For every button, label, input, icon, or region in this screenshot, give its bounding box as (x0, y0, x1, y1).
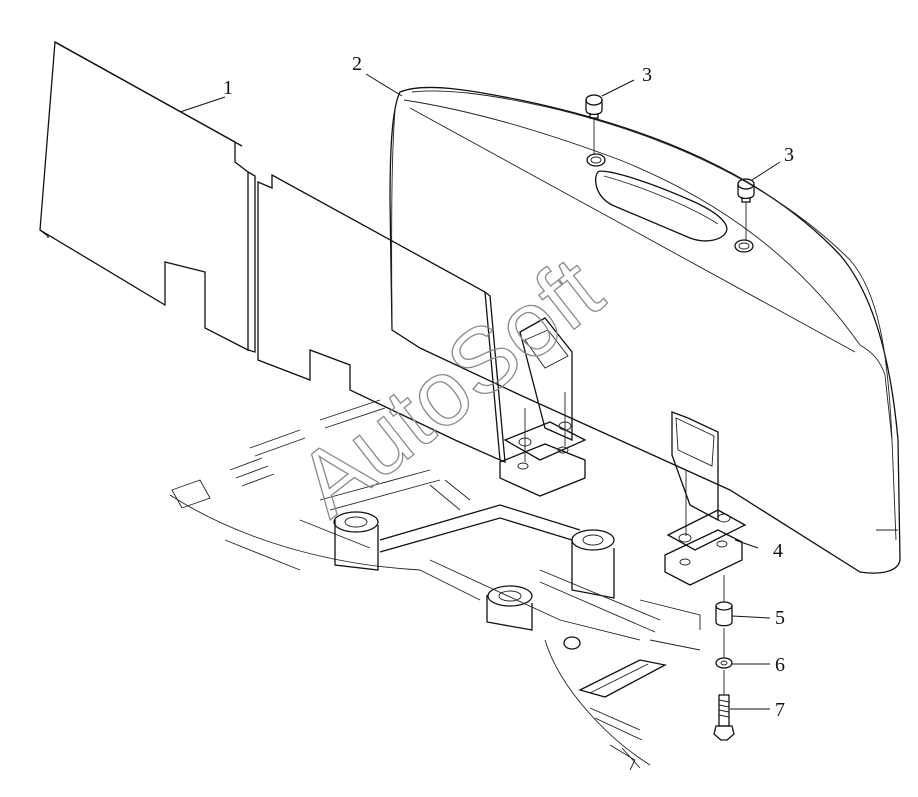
callout-6: 6 (775, 654, 785, 676)
cab-floor-frame (169, 399, 701, 771)
watermark: AutoSoft (279, 237, 621, 536)
callout-4: 4 (773, 540, 783, 562)
insulation-pad-left (39, 40, 256, 353)
callout-3a: 3 (642, 64, 652, 86)
mounting-bracket-left (499, 317, 587, 497)
callout-leaders (179, 73, 781, 710)
cover-panel (389, 86, 901, 574)
callout-7: 7 (775, 699, 785, 721)
plug-3a (585, 94, 603, 154)
plug-3b (737, 178, 755, 240)
mounting-bracket-right (664, 411, 747, 586)
callout-5: 5 (775, 607, 785, 629)
callout-2: 2 (352, 53, 362, 75)
washer (715, 628, 733, 669)
callout-1: 1 (223, 77, 233, 99)
callout-3b: 3 (784, 144, 794, 166)
spacer-sleeve (715, 575, 733, 627)
svg-text:AutoSoft: AutoSoft (280, 238, 621, 536)
bolt (713, 670, 735, 741)
